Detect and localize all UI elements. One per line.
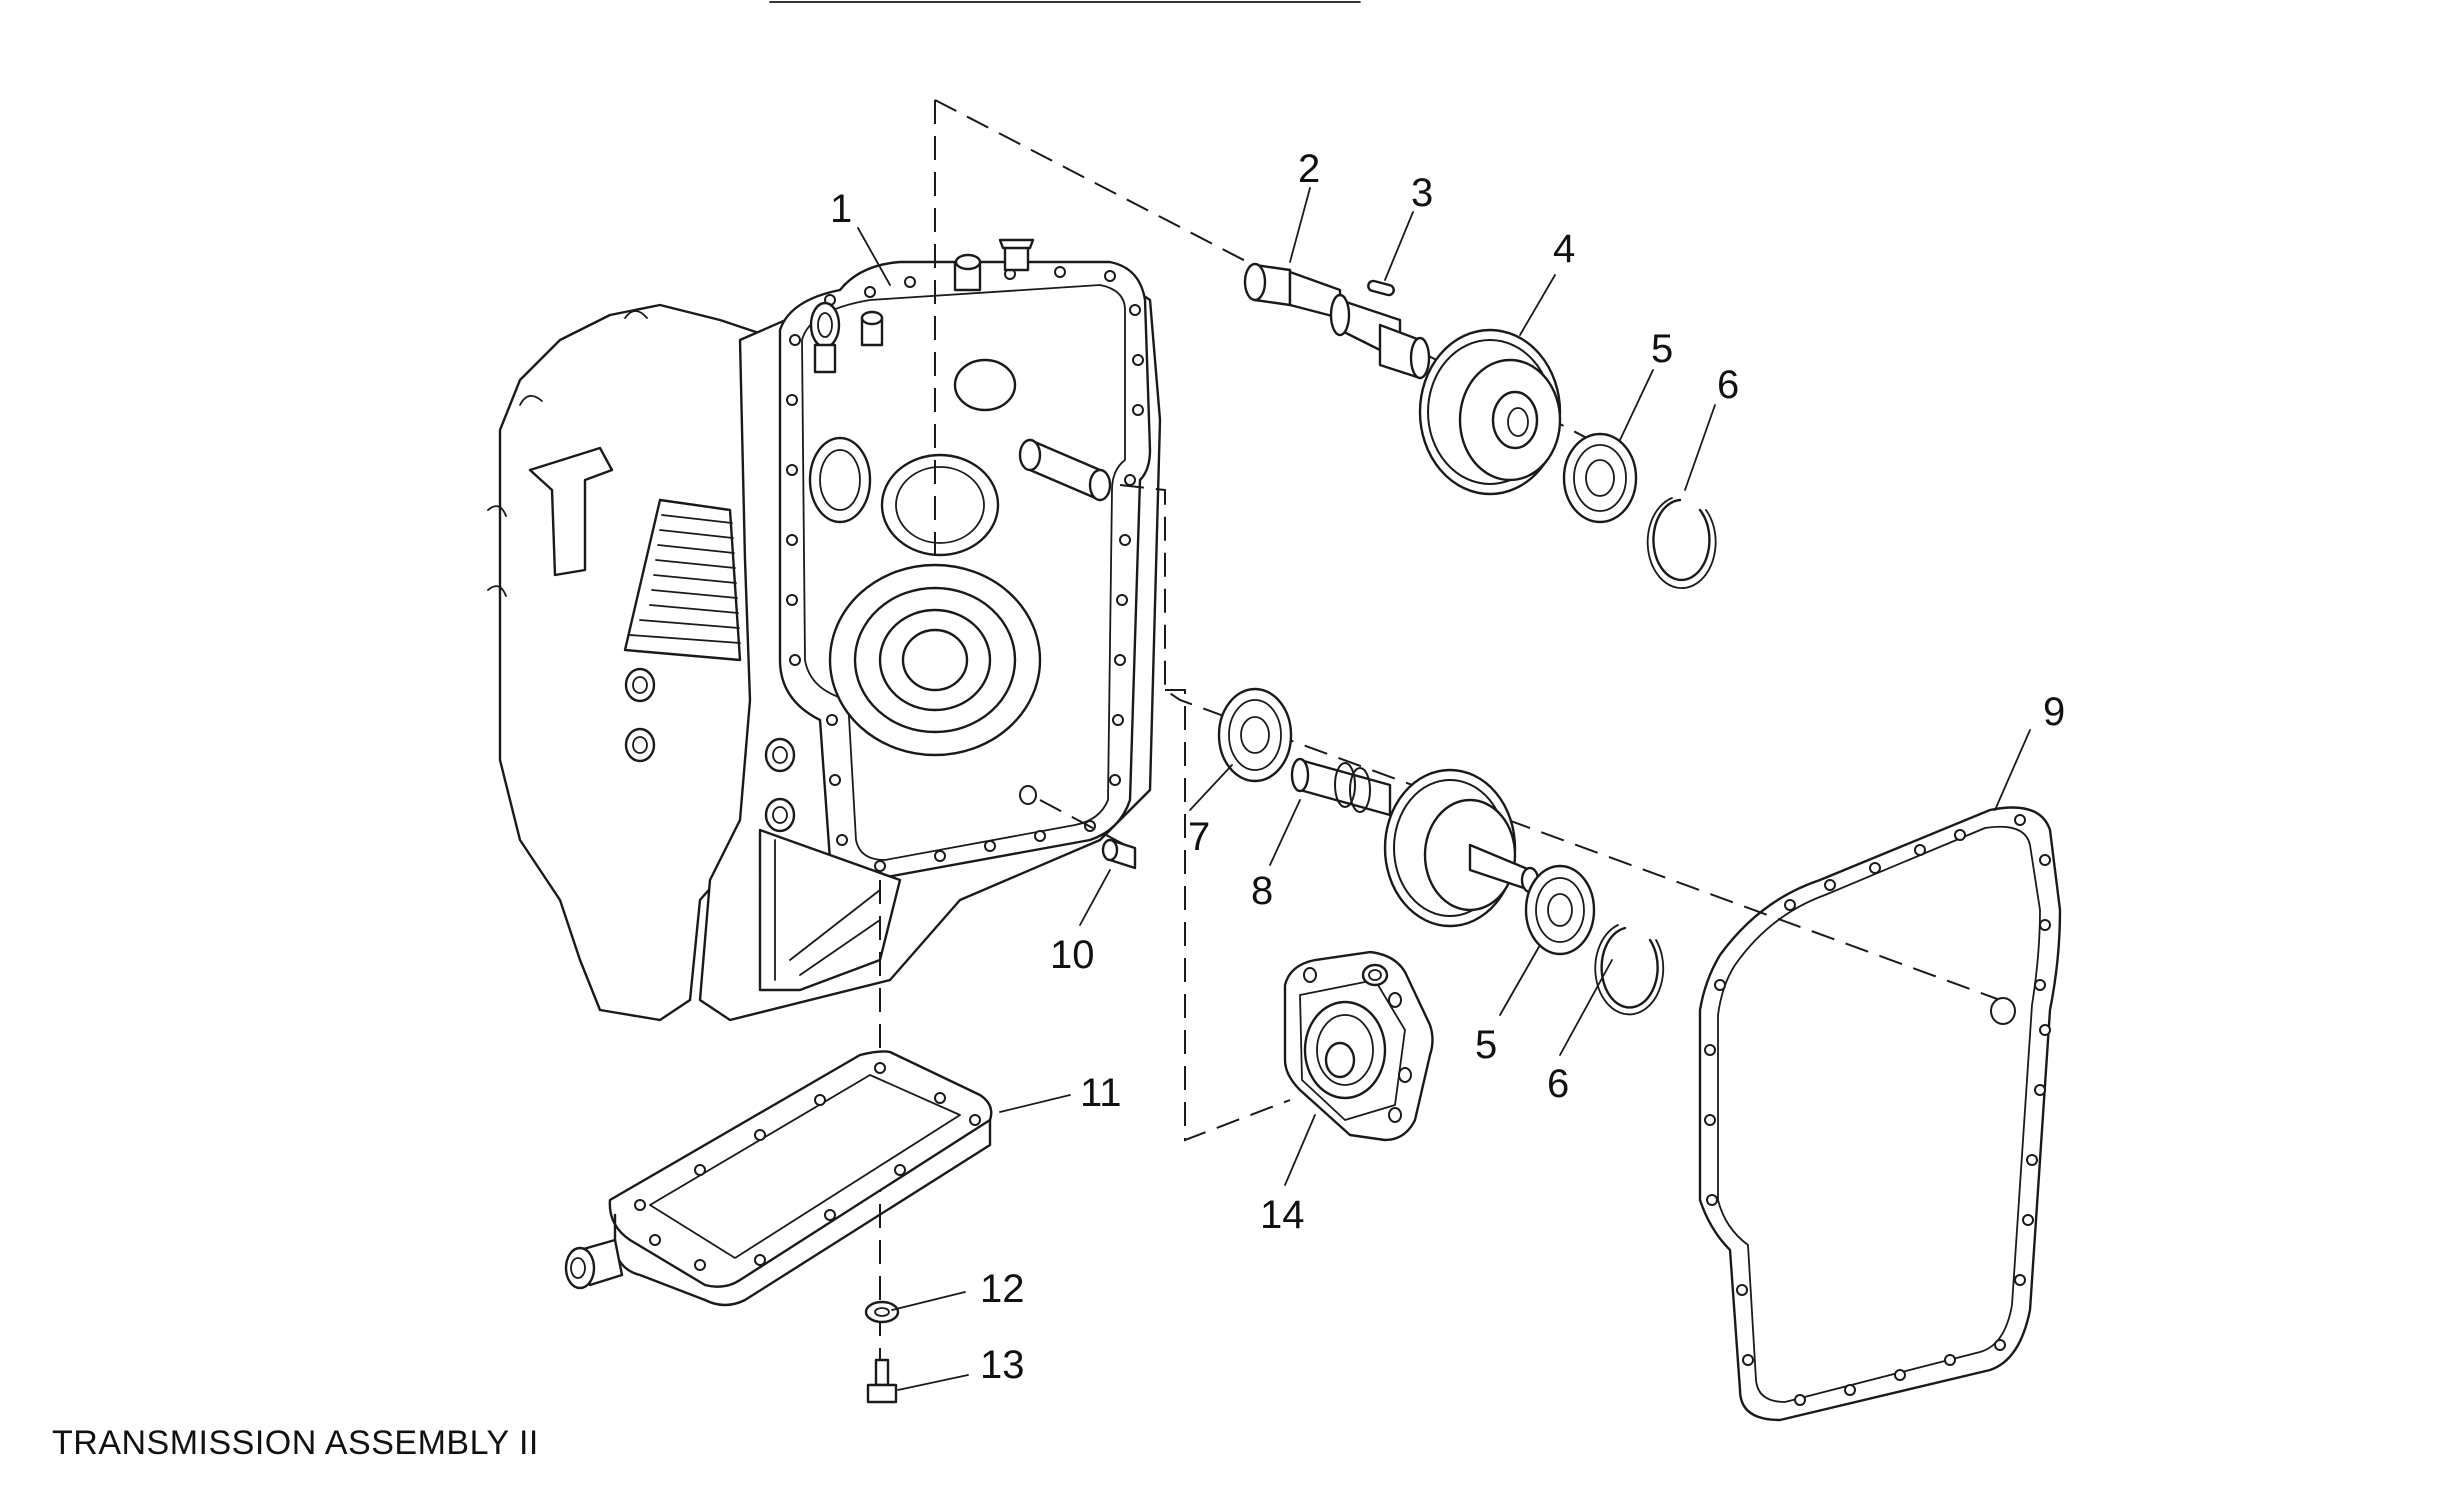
callout-10: 10 bbox=[1050, 933, 1095, 977]
part-9-gasket bbox=[1698, 806, 2062, 1422]
part-14-pump-housing bbox=[1283, 950, 1434, 1142]
part-11-oil-pan bbox=[564, 1050, 993, 1307]
part-5-bearing-upper bbox=[1562, 432, 1638, 524]
callout-14: 14 bbox=[1260, 1193, 1305, 1237]
callout-5-upper: 5 bbox=[1651, 327, 1673, 371]
part-3-key bbox=[1367, 279, 1395, 297]
callout-6-upper: 6 bbox=[1717, 363, 1739, 407]
callout-3: 3 bbox=[1411, 171, 1433, 215]
callout-7: 7 bbox=[1188, 815, 1210, 859]
part-2-shaft bbox=[1243, 262, 1431, 380]
part-4-gear bbox=[1418, 328, 1562, 496]
callout-numbers: 1 2 3 4 5 6 7 8 5 6 9 10 11 12 13 14 bbox=[830, 147, 2065, 1387]
callout-9: 9 bbox=[2043, 690, 2065, 734]
part-1-transmission-housing bbox=[487, 238, 1162, 1022]
callout-13: 13 bbox=[980, 1343, 1025, 1387]
diagram-caption: TRANSMISSION ASSEMBLY II bbox=[52, 1424, 539, 1462]
part-7-bearing bbox=[1217, 687, 1293, 783]
callout-8: 8 bbox=[1251, 869, 1273, 913]
callout-2: 2 bbox=[1298, 147, 1320, 191]
leader-lines bbox=[857, 187, 2031, 1391]
part-6-snap-ring-upper bbox=[1646, 497, 1717, 589]
part-12-washer bbox=[864, 1300, 900, 1324]
part-13-bolt bbox=[866, 1358, 898, 1404]
part-10-plug bbox=[1101, 838, 1137, 870]
callout-6-lower: 6 bbox=[1547, 1062, 1569, 1106]
callout-12: 12 bbox=[980, 1267, 1025, 1311]
part-5-bearing-lower bbox=[1524, 864, 1596, 956]
part-6-snap-ring-lower bbox=[1594, 924, 1665, 1016]
callout-4: 4 bbox=[1553, 227, 1575, 271]
part-8-gear-shaft bbox=[1290, 757, 1540, 928]
callout-5-lower: 5 bbox=[1475, 1023, 1497, 1067]
callout-11: 11 bbox=[1080, 1071, 1122, 1115]
callout-1: 1 bbox=[830, 187, 852, 231]
